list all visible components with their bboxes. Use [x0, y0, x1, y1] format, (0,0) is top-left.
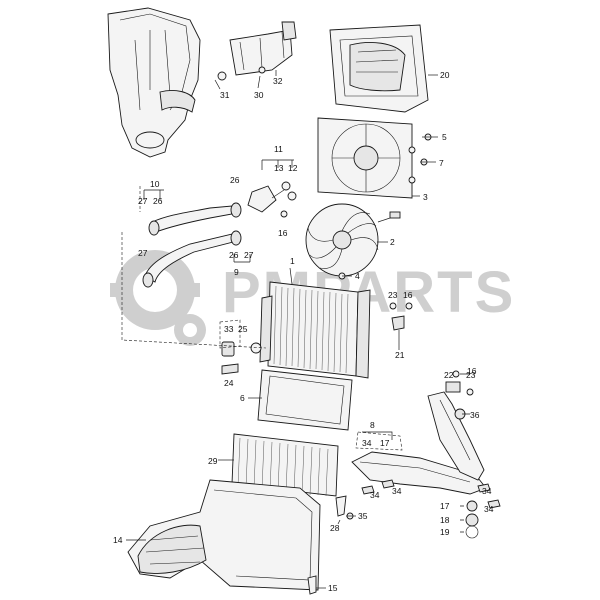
fan-shroud-20 — [329, 24, 429, 113]
radiator-frame-6 — [257, 369, 353, 431]
screw-16-b — [405, 302, 413, 310]
bolt-28 — [335, 495, 347, 517]
callout-27-a: 27 — [138, 196, 148, 206]
clip-34-c — [477, 483, 491, 493]
condenser-29 — [231, 433, 339, 497]
callout-12: 12 — [288, 163, 298, 173]
callout-16-a: 16 — [278, 228, 288, 238]
callout-9: 9 — [234, 267, 239, 277]
callout-30: 30 — [254, 90, 264, 100]
air-guide-duct-14 — [127, 479, 321, 591]
clip-34-d — [487, 499, 501, 509]
seal-33 — [221, 341, 235, 357]
radiator-1 — [250, 267, 371, 379]
callout-17-a: 17 — [380, 438, 390, 448]
fasteners — [221, 133, 501, 595]
callout-26-b: 26 — [153, 196, 163, 206]
callout-34-a: 34 — [362, 438, 372, 448]
callout-34-d: 34 — [482, 486, 492, 496]
callout-31: 31 — [220, 90, 230, 100]
callout-5: 5 — [442, 132, 447, 142]
callout-11: 11 — [274, 144, 283, 154]
thermostat-housing-11 — [247, 181, 297, 213]
callout-15: 15 — [328, 583, 338, 593]
mounting-bracket-8 — [351, 391, 487, 495]
callout-33: 33 — [224, 324, 234, 334]
callout-36: 36 — [470, 410, 480, 420]
callout-19: 19 — [440, 527, 450, 537]
leader-lines — [126, 70, 470, 589]
assembly-outlines — [121, 186, 403, 451]
callout-23-b: 23 — [466, 370, 476, 380]
hose-clip-24 — [221, 363, 239, 375]
callout-18: 18 — [440, 515, 450, 525]
callout-22: 22 — [444, 370, 454, 380]
screw-16 — [280, 210, 288, 218]
callout-3: 3 — [423, 192, 428, 202]
fan-cowl-3 — [317, 117, 416, 199]
callout-labels: 31 30 32 20 5 7 3 11 13 12 26 10 27 26 1… — [113, 70, 494, 593]
callout-16-b: 16 — [403, 290, 413, 300]
callout-27-b: 27 — [138, 248, 148, 258]
callout-10: 10 — [150, 179, 160, 189]
bushing-17 — [466, 500, 478, 512]
bracket-assembly — [217, 21, 297, 81]
callout-7: 7 — [439, 158, 444, 168]
callout-32: 32 — [273, 76, 283, 86]
callout-16-c: 16 — [467, 366, 477, 376]
callout-23-a: 23 — [388, 290, 398, 300]
callout-27-c: 27 — [244, 250, 254, 260]
callout-8: 8 — [370, 420, 375, 430]
screw-16-c — [466, 388, 474, 396]
callout-25: 25 — [238, 324, 248, 334]
callout-26-c: 26 — [229, 250, 239, 260]
radiator-fan-2 — [305, 203, 401, 277]
callout-6: 6 — [240, 393, 245, 403]
callout-1: 1 — [290, 256, 295, 266]
callout-34-e: 34 — [484, 504, 494, 514]
air-duct-housing — [107, 7, 201, 158]
clip-34-b — [381, 479, 395, 489]
clip-34-a — [361, 485, 375, 495]
washer-18 — [465, 513, 479, 527]
screw-23-b — [452, 370, 460, 378]
callout-35: 35 — [358, 511, 368, 521]
callout-13: 13 — [274, 163, 284, 173]
callout-2: 2 — [390, 237, 395, 247]
bracket-21 — [391, 315, 405, 331]
callout-21: 21 — [395, 350, 405, 360]
callout-29: 29 — [208, 456, 218, 466]
callout-24: 24 — [224, 378, 234, 388]
clamp-22 — [445, 381, 461, 393]
callout-4: 4 — [355, 271, 360, 281]
coolant-hose-upper — [148, 202, 242, 236]
callout-34-c: 34 — [392, 486, 402, 496]
callout-34-b: 34 — [370, 490, 380, 500]
o-ring-19 — [465, 525, 479, 539]
callout-28: 28 — [330, 523, 340, 533]
callout-17-b: 17 — [440, 501, 450, 511]
coolant-hose-lower — [142, 230, 242, 288]
callout-20: 20 — [440, 70, 450, 80]
bolt-15 — [307, 575, 317, 595]
screw-23 — [389, 302, 397, 310]
callout-14: 14 — [113, 535, 123, 545]
callout-26-a: 26 — [230, 175, 240, 185]
